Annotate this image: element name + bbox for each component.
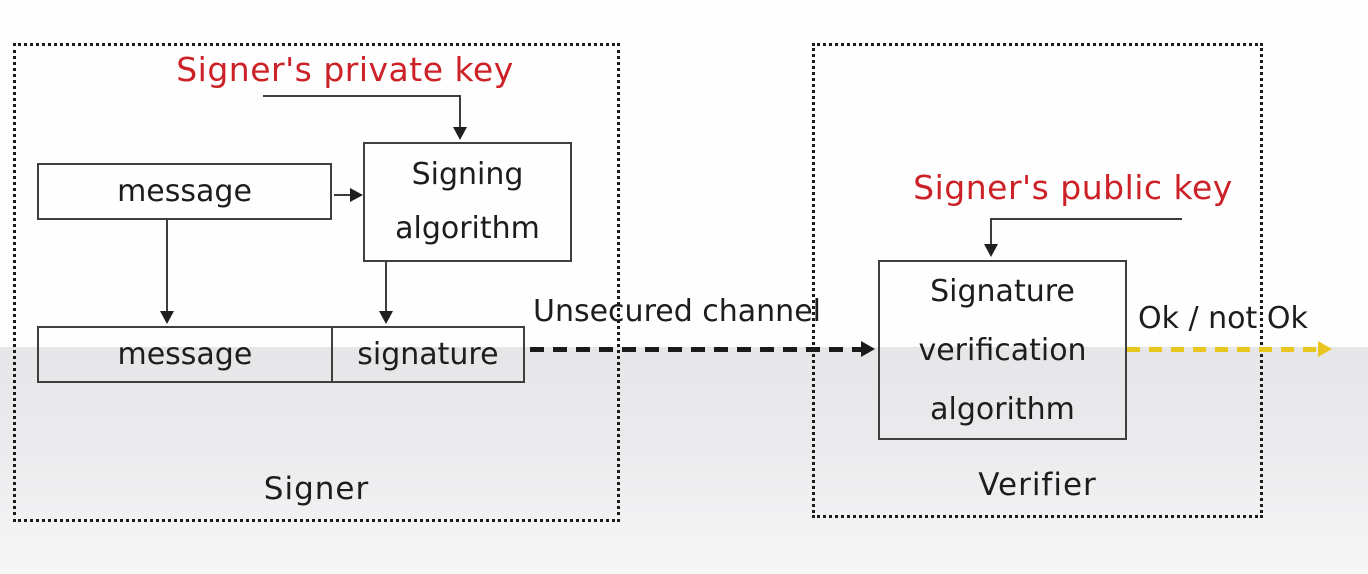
public-key-arrowhead-icon [984,244,998,257]
signing-algorithm-box: Signing algorithm [363,142,572,262]
verification-algorithm-box: Signature verification algorithm [878,260,1127,440]
result-dashed-arrow [1127,347,1319,352]
verification-algorithm-line1: Signature [930,273,1075,309]
unsecured-channel-label: Unsecured channel [533,294,821,329]
message-drop-arrowhead-icon [160,311,174,324]
signature-cell-label: signature [357,337,499,372]
message-to-signing-line [334,194,354,196]
message-box: message [37,163,332,220]
unsecured-channel-arrowhead-icon [861,341,875,357]
verifier-region-label: Verifier [978,467,1097,503]
verification-algorithm-line3: algorithm [930,391,1075,427]
message-cell-label: message [117,337,253,372]
verification-algorithm-line2: verification [918,332,1087,368]
signature-drop-arrowhead-icon [379,311,393,324]
message-box-label: message [117,174,252,209]
signing-algorithm-line1: Signing [411,157,524,192]
private-key-label: Signer's private key [176,50,514,89]
public-key-label: Signer's public key [913,168,1233,207]
gray-background-band [0,347,1368,574]
private-key-connector-line [263,95,461,97]
message-drop-line [166,220,168,313]
unsecured-channel-dashed-arrow [530,347,862,352]
signature-cell: signature [330,328,523,381]
signature-drop-line [385,262,387,313]
verifier-region: Verifier [812,43,1263,518]
signing-algorithm-line2: algorithm [395,211,540,246]
public-key-connector-drop [990,218,992,246]
result-arrowhead-icon [1318,341,1332,357]
signer-region-label: Signer [263,471,370,507]
private-key-connector-drop [459,95,461,129]
private-key-arrowhead-icon [453,127,467,140]
ok-not-ok-label: Ok / not Ok [1138,301,1308,336]
message-to-signing-arrowhead-icon [350,188,363,202]
message-signature-box: message signature [37,326,525,383]
message-cell: message [39,328,331,381]
signer-region: Signer [13,43,620,522]
public-key-connector-line [990,218,1182,220]
